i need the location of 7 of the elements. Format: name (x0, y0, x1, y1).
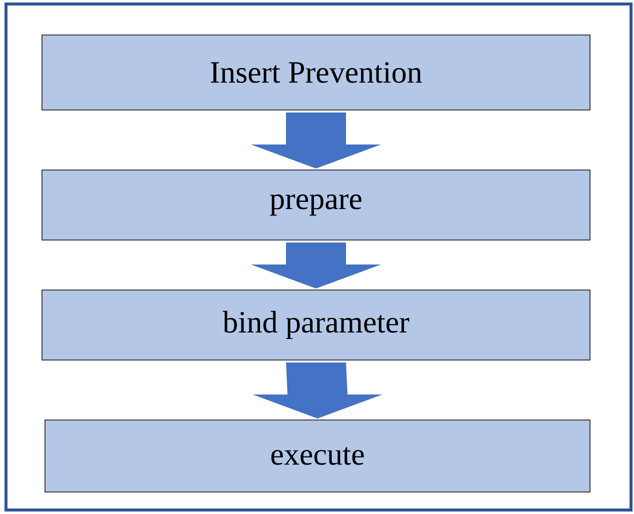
block-arrow (251, 112, 381, 168)
process-box: Insert Prevention (42, 34, 590, 110)
block-arrow (252, 362, 382, 418)
block-arrow (251, 242, 381, 288)
process-box: execute (44, 420, 590, 492)
process-box: prepare (42, 170, 590, 240)
process-box: bind parameter (42, 290, 590, 360)
